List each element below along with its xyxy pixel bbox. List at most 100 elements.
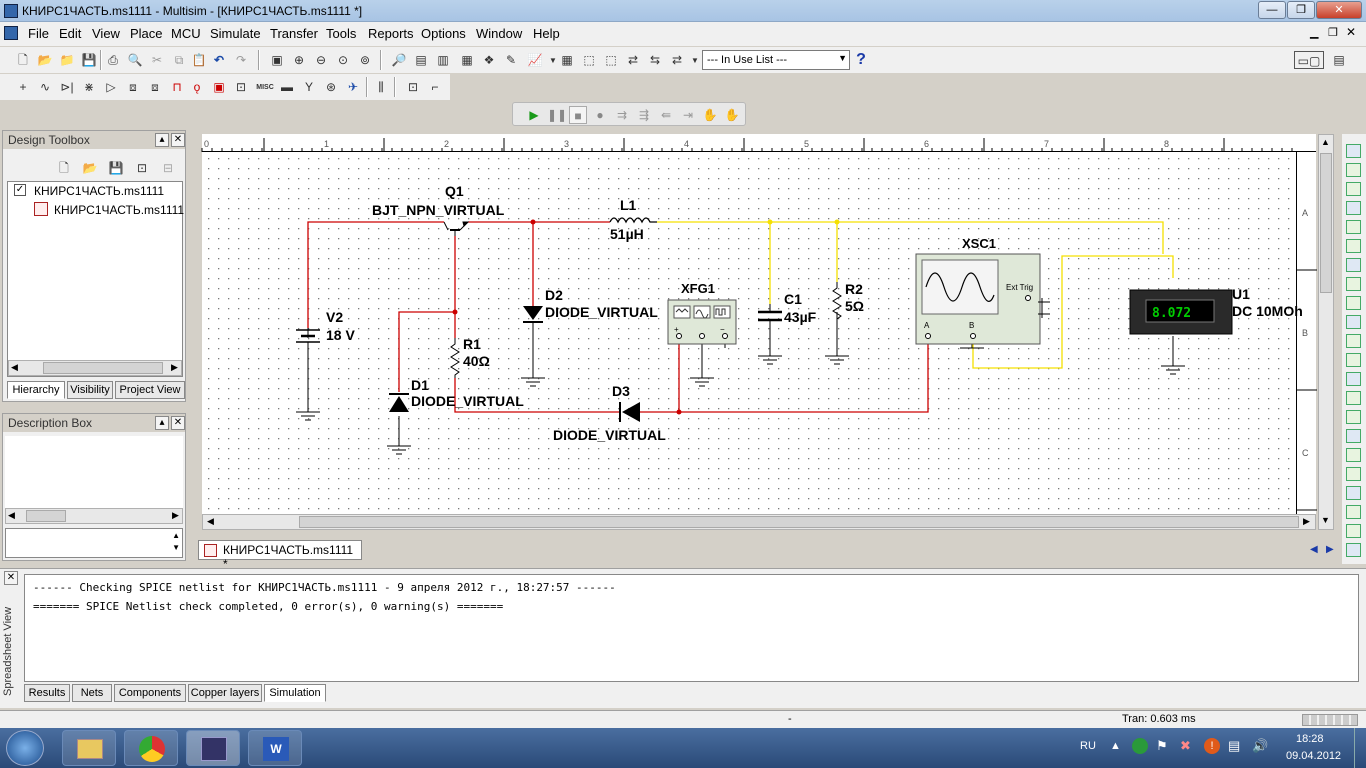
instrument-tool-icon[interactable] bbox=[1346, 163, 1361, 177]
mdi-restore-icon[interactable]: ❐ bbox=[1328, 27, 1338, 39]
new-sheet-icon[interactable]: 🗋 bbox=[59, 161, 69, 175]
scroll-left-icon[interactable]: ◀ bbox=[8, 510, 15, 520]
virtual-breadboard-icon[interactable]: ▭▢ bbox=[1294, 51, 1324, 69]
tree-item-child[interactable]: КНИРС1ЧАСТЬ.ms1111 bbox=[54, 203, 185, 217]
place-indicator-icon[interactable]: ▣ bbox=[213, 80, 225, 94]
copy-icon[interactable]: ⧉ bbox=[174, 53, 184, 67]
zoom-out-icon[interactable]: ⊖ bbox=[315, 53, 327, 67]
menu-window[interactable]: Window bbox=[476, 26, 523, 41]
place-connector-icon[interactable]: ⌐ bbox=[431, 80, 439, 94]
tray-device-icon[interactable]: ▤ bbox=[1228, 738, 1241, 753]
zoom-in-icon[interactable]: ⊕ bbox=[293, 53, 305, 67]
instrument-tool-icon[interactable] bbox=[1346, 201, 1361, 215]
save-sheet-icon[interactable]: 💾 bbox=[108, 161, 124, 175]
new-file-icon[interactable]: 🗋 bbox=[18, 53, 28, 67]
search-icon[interactable]: 🔎 bbox=[391, 53, 407, 67]
place-mcu-icon[interactable]: ✈ bbox=[347, 80, 359, 94]
instrument-tool-icon[interactable] bbox=[1346, 296, 1361, 310]
dropdown-arrow-icon[interactable]: ▼ bbox=[549, 56, 557, 65]
minimize-button[interactable]: — bbox=[1258, 1, 1286, 19]
checkbox-icon[interactable]: ✓ bbox=[14, 184, 26, 196]
component-wizard-icon[interactable]: ❖ bbox=[483, 53, 495, 67]
language-indicator[interactable]: RU bbox=[1080, 740, 1096, 752]
place-transistor-icon[interactable]: ⋇ bbox=[83, 80, 95, 94]
results-log[interactable]: ------ Checking SPICE netlist for КНИРС1… bbox=[24, 574, 1359, 682]
scroll-thumb[interactable] bbox=[43, 362, 163, 374]
menu-simulate[interactable]: Simulate bbox=[210, 26, 261, 41]
horizontal-scrollbar[interactable]: ◀ ▶ bbox=[8, 360, 182, 376]
schematic-svg[interactable]: + − Q1 BJT_NPN_VIRTUAL L1 51µH V2 18 bbox=[202, 152, 1303, 514]
canvas-horizontal-scrollbar[interactable]: ◀ ▶ bbox=[202, 514, 1316, 530]
menu-transfer[interactable]: Transfer bbox=[270, 26, 318, 41]
r2-resistor[interactable] bbox=[832, 282, 842, 324]
instrument-tool-icon[interactable] bbox=[1346, 315, 1361, 329]
print-preview-icon[interactable]: 🔍 bbox=[127, 53, 143, 67]
xfg1-function-generator[interactable]: + − bbox=[667, 299, 737, 345]
tab-hierarchy[interactable]: Hierarchy bbox=[7, 381, 65, 399]
tab-copper-layers[interactable]: Copper layers bbox=[188, 684, 262, 702]
panel-icon[interactable]: ▤ bbox=[1333, 53, 1345, 67]
instrument-tool-icon[interactable] bbox=[1346, 524, 1361, 538]
place-electromechanical-icon[interactable]: ⊛ bbox=[325, 80, 337, 94]
instrument-tool-icon[interactable] bbox=[1346, 239, 1361, 253]
menu-place[interactable]: Place bbox=[130, 26, 163, 41]
menu-options[interactable]: Options bbox=[421, 26, 466, 41]
pause-next-icon[interactable]: ● bbox=[596, 108, 604, 122]
step-icon[interactable]: ⇉ bbox=[616, 108, 628, 122]
electrical-rules-icon[interactable]: ▦ bbox=[561, 53, 573, 67]
tab-project-view[interactable]: Project View bbox=[115, 381, 185, 399]
place-advanced-peripherals-icon[interactable]: ▬ bbox=[281, 80, 293, 94]
scroll-left-icon[interactable]: ◀ bbox=[207, 516, 214, 526]
pause-icon[interactable]: ❚❚ bbox=[547, 108, 568, 122]
step-over-icon[interactable]: ⇶ bbox=[638, 108, 650, 122]
paste-icon[interactable]: 📋 bbox=[191, 53, 207, 67]
q1-transistor[interactable] bbox=[443, 221, 470, 236]
tray-network-icon[interactable]: ✖ bbox=[1180, 738, 1191, 753]
place-basic-icon[interactable]: ∿ bbox=[39, 80, 51, 94]
close-sheet-icon[interactable]: ⊡ bbox=[136, 161, 148, 175]
menu-mcu[interactable]: MCU bbox=[171, 26, 201, 41]
full-screen-icon[interactable]: ▣ bbox=[271, 53, 283, 67]
d2-diode[interactable] bbox=[523, 306, 543, 330]
scroll-thumb[interactable] bbox=[26, 510, 66, 522]
instrument-tool-icon[interactable] bbox=[1346, 144, 1361, 158]
save-icon[interactable]: 💾 bbox=[81, 53, 97, 67]
open-sheet-icon[interactable]: 📂 bbox=[82, 161, 98, 175]
redo-icon[interactable]: ↷ bbox=[235, 53, 247, 67]
open-sample-icon[interactable]: 📁 bbox=[59, 53, 75, 67]
taskbar-explorer-icon[interactable] bbox=[62, 730, 116, 766]
show-hidden-icons-icon[interactable]: ▲ bbox=[1110, 740, 1121, 752]
close-panel-icon[interactable]: ✕ bbox=[171, 416, 185, 430]
l1-inductor[interactable] bbox=[609, 217, 657, 224]
instrument-tool-icon[interactable] bbox=[1346, 220, 1361, 234]
place-misc-digital-icon[interactable]: ⊓ bbox=[172, 80, 182, 94]
design-toolbox-icon[interactable]: ▥ bbox=[437, 53, 449, 67]
run-icon[interactable]: ▶ bbox=[529, 108, 539, 122]
remove-breakpoints-icon[interactable]: ✋ bbox=[724, 108, 740, 122]
taskbar-multisim-icon[interactable] bbox=[186, 730, 240, 766]
cut-icon[interactable]: ✂ bbox=[151, 53, 163, 67]
place-diode-icon[interactable]: ⊳| bbox=[60, 80, 74, 94]
c1-capacitor[interactable] bbox=[758, 304, 782, 324]
back-annotate-icon[interactable]: ⬚ bbox=[605, 53, 617, 67]
scroll-right-icon[interactable]: ▶ bbox=[172, 510, 179, 520]
instrument-tool-icon[interactable] bbox=[1346, 467, 1361, 481]
scroll-left-icon[interactable]: ◀ bbox=[11, 362, 18, 372]
tab-schematic-document[interactable]: КНИРС1ЧАСТЬ.ms1111 * bbox=[198, 540, 362, 571]
open-folder-icon[interactable]: 📂 bbox=[37, 53, 53, 67]
dock-pin-icon[interactable]: ▴ bbox=[155, 416, 169, 430]
scroll-thumb[interactable] bbox=[299, 516, 1299, 528]
help-icon[interactable]: ? bbox=[856, 51, 866, 68]
tab-scroll-left-icon[interactable]: ◀ bbox=[1310, 544, 1318, 555]
instrument-tool-icon[interactable] bbox=[1346, 448, 1361, 462]
taskbar-chrome-icon[interactable] bbox=[124, 730, 178, 766]
menu-edit[interactable]: Edit bbox=[59, 26, 82, 41]
mdi-minimize-icon[interactable]: ▁ bbox=[1310, 27, 1319, 39]
tab-components[interactable]: Components bbox=[114, 684, 186, 702]
mdi-close-icon[interactable]: ✕ bbox=[1346, 25, 1357, 39]
tray-alert-icon[interactable]: ! bbox=[1204, 738, 1220, 754]
instrument-tool-icon[interactable] bbox=[1346, 353, 1361, 367]
show-desktop-button[interactable] bbox=[1354, 728, 1366, 768]
tab-simulation[interactable]: Simulation bbox=[264, 684, 326, 702]
ultiboard-icon[interactable]: ⇆ bbox=[649, 53, 661, 67]
